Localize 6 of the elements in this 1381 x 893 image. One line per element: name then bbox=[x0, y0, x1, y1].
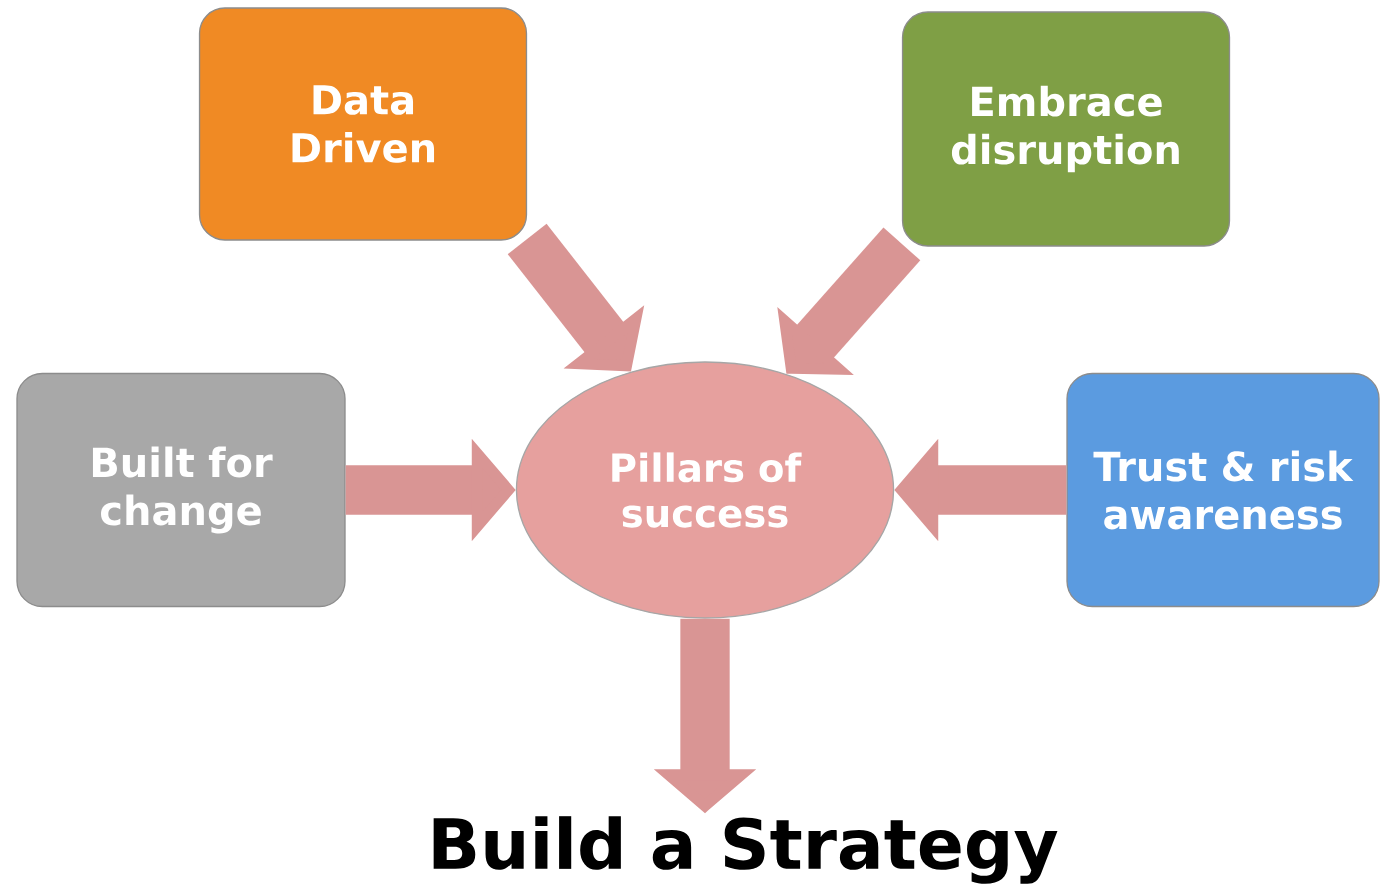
rounded-box: Data Driven bbox=[198, 7, 528, 241]
rounded-box: Trust & risk awareness bbox=[1066, 372, 1380, 608]
block-arrow bbox=[507, 223, 645, 372]
rounded-box: Embrace disruption bbox=[901, 11, 1231, 247]
heading-text: Build a Strategy bbox=[433, 816, 1058, 884]
rounded-box: Built for change bbox=[16, 372, 346, 608]
